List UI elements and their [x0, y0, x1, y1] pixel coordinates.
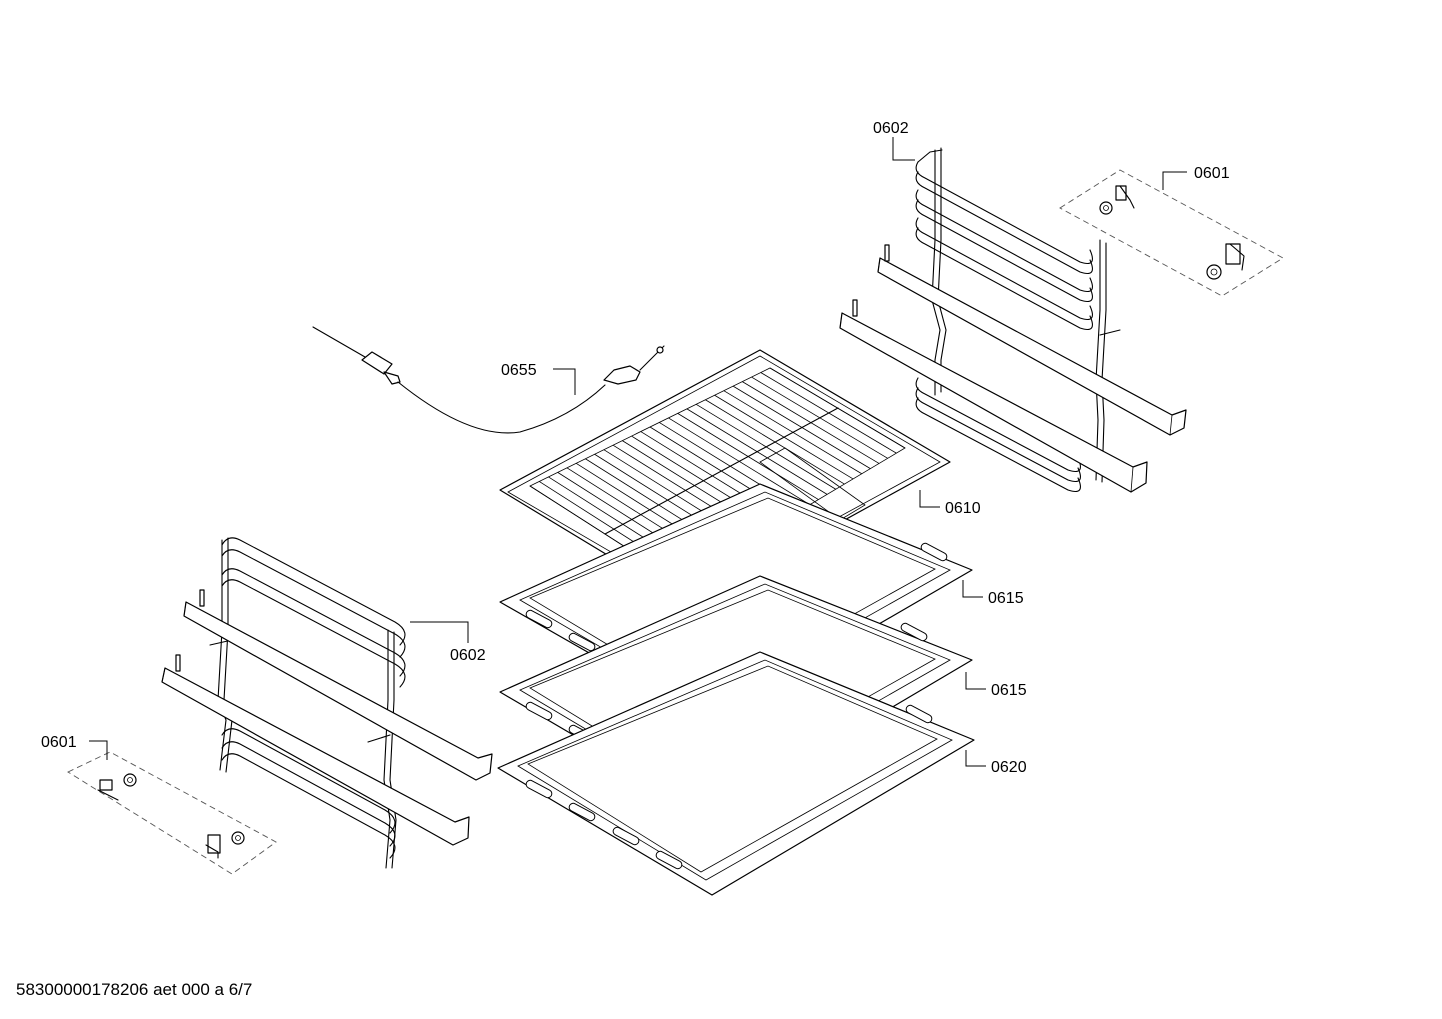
clip-set-left [67, 751, 277, 875]
shelf-center-bar [604, 407, 839, 535]
document-id: 58300000178206 aet 000 a 6/7 [16, 980, 253, 999]
callout-0602-bottom: 0602 [450, 647, 486, 664]
callout-labels: 0602 0601 0655 0610 0615 0615 0620 0602 … [41, 120, 1230, 776]
callout-0601-top: 0601 [1194, 165, 1230, 182]
deep-tray [497, 651, 975, 896]
callout-0602-top: 0602 [873, 120, 909, 137]
callout-0601-bottom: 0601 [41, 734, 77, 751]
callout-0655: 0655 [501, 362, 537, 379]
callout-0620: 0620 [991, 759, 1027, 776]
deep-tray-slots [525, 704, 933, 870]
meat-probe [312, 326, 665, 434]
callout-0610: 0610 [945, 500, 981, 517]
callout-0615-a: 0615 [988, 590, 1024, 607]
side-rack-right [839, 147, 1187, 493]
callout-leaders [89, 137, 1187, 767]
clip-set-right [1059, 169, 1284, 297]
side-rack-left [161, 537, 493, 869]
callout-0615-b: 0615 [991, 682, 1027, 699]
